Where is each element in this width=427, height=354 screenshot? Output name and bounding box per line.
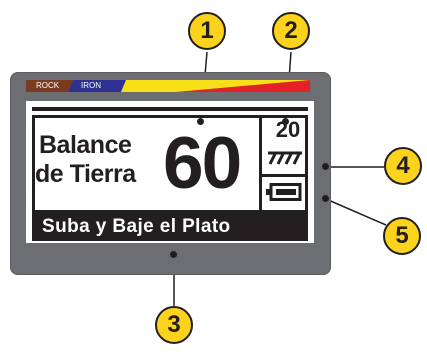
callout-2: 2 <box>272 12 310 50</box>
panel-divider <box>259 115 262 213</box>
callout-4: 4 <box>384 147 422 185</box>
ground-hatch-icon <box>268 151 302 165</box>
ground-balance-panel <box>32 115 308 213</box>
rock-label: ROCK <box>36 81 60 90</box>
callout-3: 3 <box>155 306 193 344</box>
rock-segment <box>26 80 73 92</box>
callout-5: 5 <box>383 217 421 255</box>
ground-balance-label-line1: Balance <box>39 131 132 159</box>
pointer-dot-1 <box>197 118 204 125</box>
ground-type-strip: ROCK IRON <box>26 80 310 92</box>
message-bar <box>32 213 308 241</box>
iron-label: IRON <box>81 81 101 90</box>
battery-icon <box>266 183 302 201</box>
pointer-dot-4 <box>322 163 329 170</box>
instruction-message: Suba y Baje el Plato <box>42 216 231 237</box>
ground-type-bar <box>26 80 310 92</box>
screen-top-bar <box>32 107 308 111</box>
ground-balance-label-line2: de Tierra <box>35 160 136 188</box>
iron-segment <box>68 80 126 92</box>
leader-line-5 <box>325 198 387 226</box>
callout-1: 1 <box>188 12 226 50</box>
ground-balance-value: 60 <box>163 123 242 204</box>
pointer-dot-2 <box>282 118 289 125</box>
red-segment <box>176 80 310 92</box>
pointer-dot-5 <box>322 195 329 202</box>
pointer-dot-3 <box>170 251 177 258</box>
lcd-screen: Balance de Tierra 60 20 Suba y Baje el P… <box>26 101 314 243</box>
status-divider <box>262 174 308 177</box>
